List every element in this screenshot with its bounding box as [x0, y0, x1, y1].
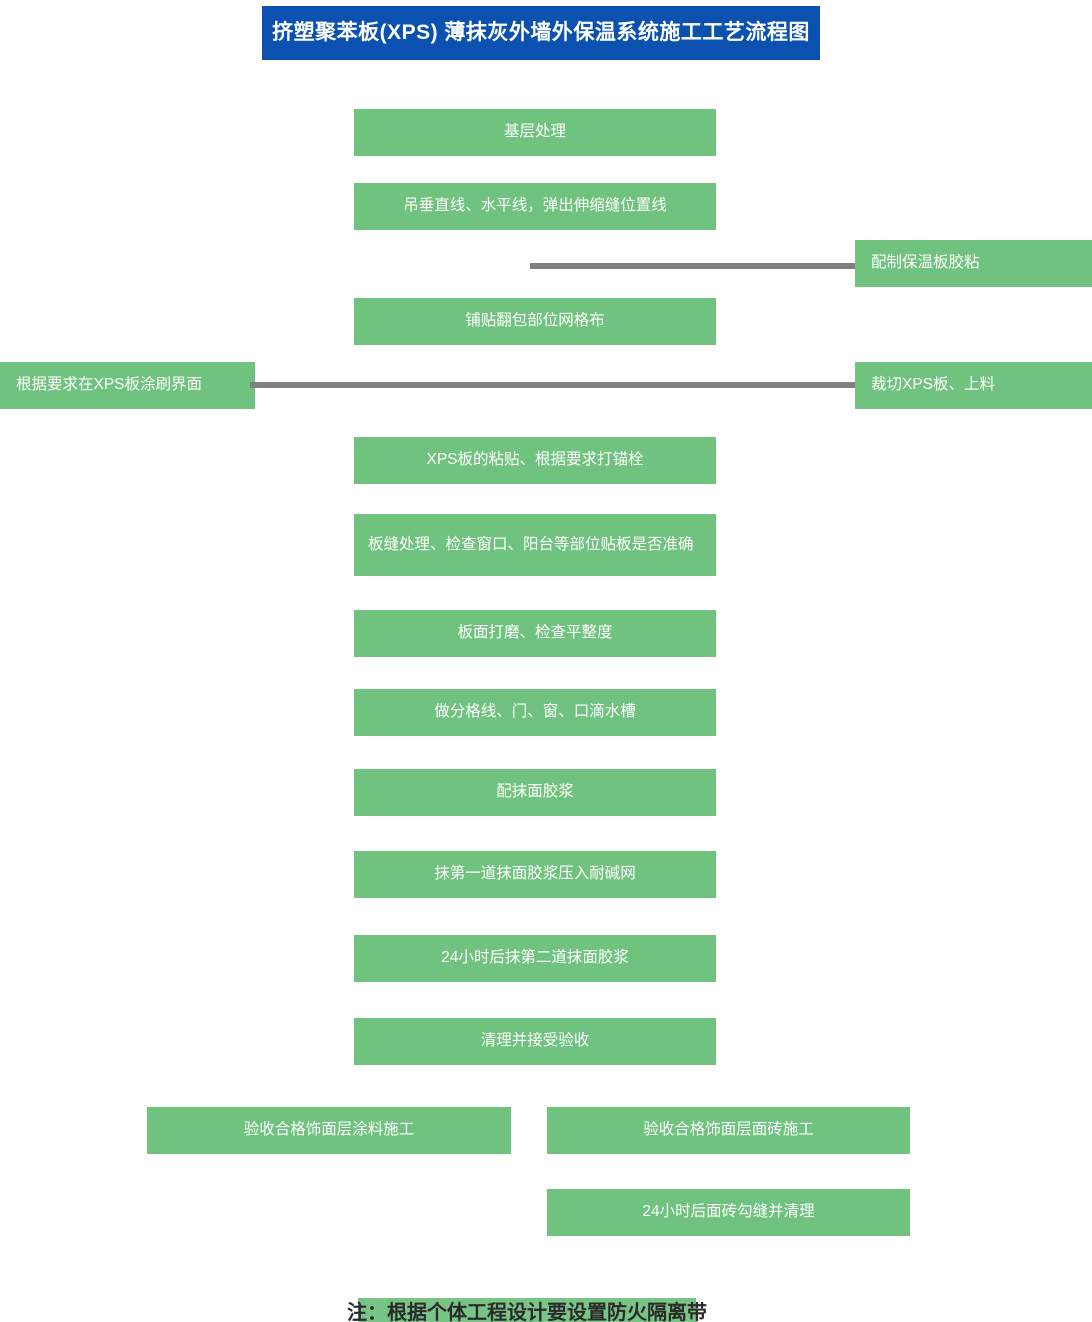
node-first-plaster-mesh[interactable]: 抹第一道抹面胶浆压入耐碱网	[354, 851, 716, 898]
node-coating-finish-construction[interactable]: 验收合格饰面层涂料施工	[147, 1107, 511, 1154]
node-vertical-horizontal-lines[interactable]: 吊垂直线、水平线，弹出伸缩缝位置线	[354, 183, 716, 230]
connector-line-xps-cutting	[250, 382, 860, 388]
node-mix-plaster-mortar[interactable]: 配抹面胶浆	[354, 769, 716, 816]
node-wrap-mesh-cloth[interactable]: 铺贴翻包部位网格布	[354, 298, 716, 345]
node-cut-xps-board[interactable]: 裁切XPS板、上料	[855, 362, 1092, 409]
node-tile-finish-construction[interactable]: 验收合格饰面层面砖施工	[547, 1107, 910, 1154]
footnote-fire-barrier: 注：根据个体工程设计要设置防火隔离带	[347, 1298, 707, 1322]
node-sanding-flatness-check[interactable]: 板面打磨、检查平整度	[354, 610, 716, 657]
connector-line-adhesive	[530, 263, 860, 269]
node-paste-xps-anchors[interactable]: XPS板的粘贴、根据要求打锚栓	[354, 437, 716, 484]
node-cleanup-acceptance[interactable]: 清理并接受验收	[354, 1018, 716, 1065]
node-tile-grouting-cleanup-24h[interactable]: 24小时后面砖勾缝并清理	[547, 1189, 910, 1236]
node-prepare-insulation-adhesive[interactable]: 配制保温板胶粘	[855, 240, 1092, 287]
page-title: 挤塑聚苯板(XPS) 薄抹灰外墙外保温系统施工工艺流程图	[262, 6, 820, 60]
node-grid-lines-drip-grooves[interactable]: 做分格线、门、窗、口滴水槽	[354, 689, 716, 736]
node-joint-treatment-check[interactable]: 板缝处理、检查窗口、阳台等部位贴板是否准确	[354, 514, 716, 576]
node-base-treatment[interactable]: 基层处理	[354, 109, 716, 156]
node-second-plaster-24h[interactable]: 24小时后抹第二道抹面胶浆	[354, 935, 716, 982]
node-brush-interface-on-xps[interactable]: 根据要求在XPS板涂刷界面	[0, 362, 255, 409]
